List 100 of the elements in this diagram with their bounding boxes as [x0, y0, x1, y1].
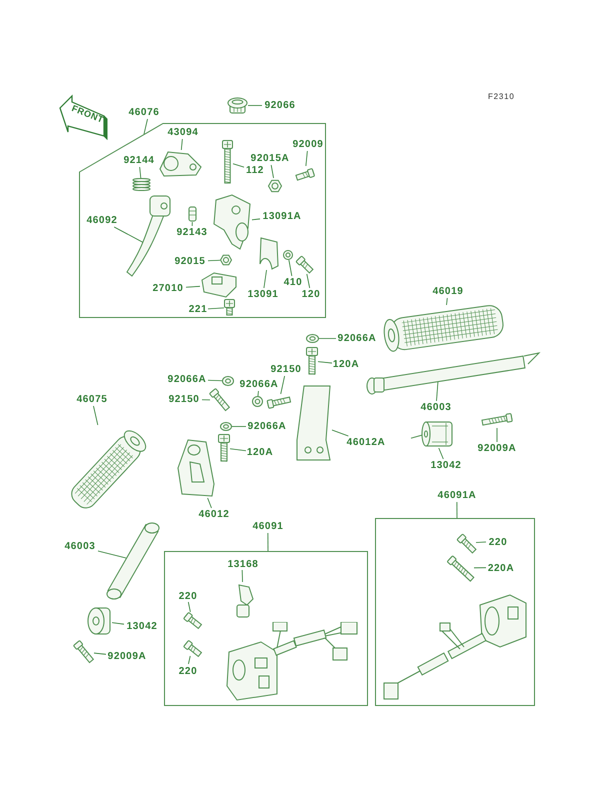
part-number: 46019 — [430, 285, 466, 298]
part-number: 13091A — [260, 210, 304, 223]
assembly-frame — [164, 551, 368, 706]
part-number: 13091 — [246, 288, 280, 301]
leader-line — [264, 270, 267, 288]
part-number: 13168 — [225, 558, 261, 571]
washer-drawing — [222, 376, 234, 386]
leader-line — [270, 164, 274, 178]
leader-line — [258, 390, 259, 396]
washer-drawing — [220, 422, 232, 431]
washer-drawing — [306, 334, 319, 343]
part-number: 46076 — [126, 106, 162, 119]
part-number: 120A — [332, 358, 360, 371]
part-number: 92066A — [238, 378, 280, 391]
leader-line — [208, 307, 224, 310]
part-number: 46091A — [436, 489, 478, 502]
leader-line — [318, 361, 332, 364]
bracket-drawing — [294, 384, 332, 462]
leader-line — [180, 138, 183, 150]
part-number: 220A — [487, 562, 515, 575]
leader-line — [208, 380, 222, 382]
nut-drawing — [220, 254, 232, 266]
washer-drawing — [252, 396, 263, 407]
bar-end-weight-drawing — [86, 606, 112, 636]
part-number: 46075 — [74, 393, 110, 406]
leader-line — [267, 532, 268, 552]
front-direction-arrow — [58, 94, 108, 140]
leader-line — [456, 502, 458, 518]
leader-line — [188, 656, 191, 664]
part-number: 92143 — [174, 226, 210, 239]
leader-line — [98, 550, 126, 558]
leader-line — [305, 150, 308, 166]
lever-drawing — [124, 194, 172, 278]
spring-drawing — [132, 178, 151, 192]
assembly-frame — [79, 123, 326, 318]
leader-line — [252, 218, 260, 220]
part-number: 46092 — [84, 214, 120, 227]
part-number: 92066A — [166, 373, 208, 386]
leader-line — [476, 542, 486, 543]
bracket-drawing — [176, 438, 216, 498]
bolt-drawing — [306, 347, 318, 375]
part-number: 46012 — [196, 508, 232, 521]
part-number: 46003 — [418, 401, 454, 414]
part-number: 92009 — [291, 138, 325, 151]
leader-line — [207, 498, 212, 508]
leader-line — [188, 602, 191, 612]
bolt-drawing — [222, 140, 233, 184]
bolt-drawing — [218, 434, 230, 462]
bolt-drawing — [224, 299, 235, 316]
clamp-drawing — [258, 236, 280, 270]
leader-line — [446, 298, 448, 306]
part-number: 120A — [246, 446, 274, 459]
leader-line — [208, 260, 220, 262]
leader-line — [232, 426, 246, 427]
leader-line — [496, 428, 498, 442]
part-number: 220 — [487, 536, 509, 549]
leader-line — [332, 430, 349, 436]
leader-line — [436, 380, 438, 402]
leader-line — [242, 570, 243, 582]
part-number: 92066A — [246, 420, 288, 433]
leader-line — [248, 105, 262, 106]
part-number: 27010 — [150, 282, 186, 295]
part-number: 92066 — [262, 99, 298, 112]
leader-line — [232, 163, 244, 168]
part-number: 13042 — [428, 459, 464, 472]
part-number: 92009A — [106, 650, 148, 663]
assembly-frame — [375, 518, 535, 706]
leader-line — [280, 376, 285, 394]
pin-drawing — [188, 206, 197, 222]
part-number: 221 — [188, 303, 208, 316]
part-number: 43094 — [165, 126, 201, 139]
part-number: 220 — [177, 665, 199, 678]
part-number: 220 — [177, 590, 199, 603]
leader-line — [144, 118, 148, 134]
part-number: 92150 — [166, 393, 202, 406]
part-number: 92144 — [121, 154, 157, 167]
part-number: 92009A — [476, 442, 518, 455]
cap-drawing — [227, 97, 248, 114]
leader-line — [186, 286, 200, 288]
part-number: 112 — [244, 164, 266, 177]
leader-line — [438, 448, 444, 460]
part-number: 46091 — [250, 520, 286, 533]
leader-line — [230, 448, 246, 452]
part-number: 92066A — [336, 332, 378, 345]
leader-line — [288, 260, 292, 276]
leader-line — [112, 622, 124, 625]
part-number: 92015A — [250, 152, 290, 165]
leader-line — [139, 166, 142, 178]
lever-holder-drawing — [212, 194, 252, 250]
washer-drawing — [283, 250, 293, 260]
part-number: 92015 — [172, 255, 208, 268]
part-number: 92150 — [268, 363, 304, 376]
figure-code: F2310 — [488, 92, 515, 101]
leader-line — [318, 338, 336, 339]
handlebar-drawing — [104, 520, 162, 602]
leader-line — [93, 406, 98, 426]
switch-drawing — [200, 272, 238, 298]
part-number: 120 — [300, 288, 322, 301]
part-number: 13042 — [124, 620, 160, 633]
nut-drawing — [268, 178, 282, 194]
